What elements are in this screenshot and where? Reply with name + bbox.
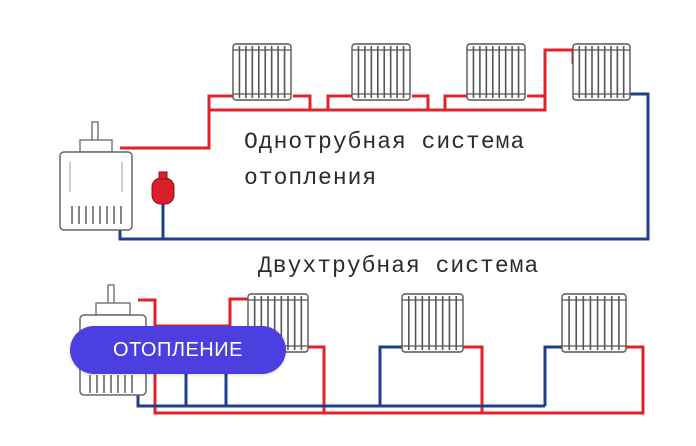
one-pipe-supply-pipe-3 xyxy=(310,94,352,112)
radiator-icon xyxy=(466,43,526,101)
one-pipe-title-line-2: отопления xyxy=(244,165,378,191)
radiator-icon xyxy=(351,43,411,101)
radiator-icon xyxy=(561,293,627,353)
one-pipe-title-line-1: Однотрубная система xyxy=(244,129,526,155)
radiator-icon xyxy=(572,43,631,101)
one-pipe-supply-pipe-4 xyxy=(328,94,430,112)
two-pipe-supply-riser-1 xyxy=(155,297,248,328)
heating-badge: ОТОПЛЕНИЕ xyxy=(70,326,286,374)
radiator-icon xyxy=(401,293,464,353)
one-pipe-supply-pipe-5 xyxy=(428,94,467,112)
one-pipe-return-pipe xyxy=(118,92,650,241)
two-pipe-supply-pipe xyxy=(138,298,645,415)
boiler-icon xyxy=(59,121,133,231)
two-pipe-return-riser-2 xyxy=(543,345,562,406)
two-pipe-return-pipe xyxy=(136,380,545,408)
two-pipe-title: Двухтрубная система xyxy=(258,253,540,279)
one-pipe-supply-pipe-2 xyxy=(209,94,312,112)
two-pipe-return-riser-1 xyxy=(378,345,402,406)
two-pipe-supply-riser-3 xyxy=(308,345,326,413)
expansion-tank-icon xyxy=(151,171,175,205)
one-pipe-pipes xyxy=(118,48,650,241)
radiator-icon xyxy=(232,43,292,101)
two-pipe-supply-riser-2 xyxy=(463,345,484,413)
one-pipe-supply-pipe xyxy=(120,94,233,150)
